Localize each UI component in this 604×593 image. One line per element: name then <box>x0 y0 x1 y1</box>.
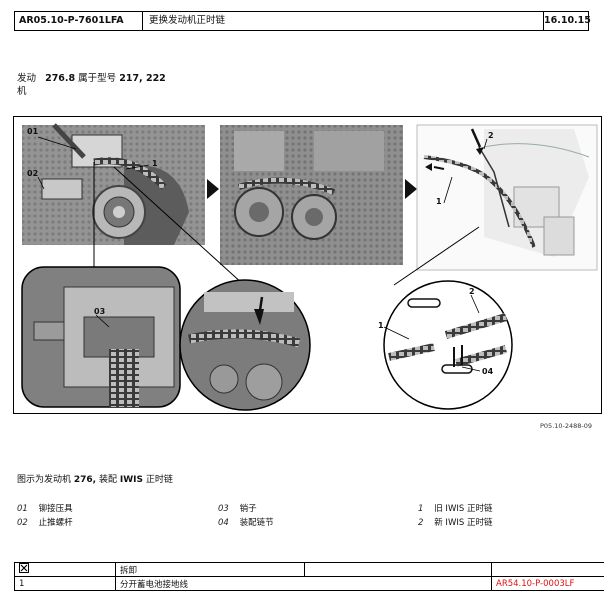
engine-middle: 属于型号 <box>78 73 117 84</box>
procedure-table: 拆卸 1 分开蓄电池接地线 AR54.10-P-0003LF <box>14 562 604 591</box>
caption-prefix: 图示为发动机 <box>17 475 72 485</box>
callout-2-top: 2 <box>488 131 494 140</box>
detail-chain-link-assembly <box>179 279 311 411</box>
photo-riveting-tool <box>22 123 205 245</box>
callout-1-top: 1 <box>152 159 158 168</box>
doc-title: 更换发动机正时链 <box>143 12 544 30</box>
engine-model: 276.8 <box>45 73 76 84</box>
leader-line-2 <box>113 166 245 286</box>
table-header-label: 拆卸 <box>115 562 305 577</box>
legend-item: 2 新 IWIS 正时链 <box>418 518 493 528</box>
callout-01: 01 <box>27 127 39 136</box>
drawing-chain-replacement <box>416 124 598 271</box>
legend-item: 04 装配链节 <box>218 518 274 528</box>
photo-camshaft-sprockets <box>220 125 403 265</box>
doc-date: 16.10.15 <box>544 15 591 26</box>
legend-item: 02 止推螺杆 <box>17 518 73 528</box>
detail-pin-insertion <box>21 266 181 408</box>
table-row: 1 分开蓄电池接地线 AR54.10-P-0003LF <box>14 576 604 591</box>
tools-icon <box>14 562 116 577</box>
caption-engine: 276, <box>73 475 97 485</box>
row-reference-link[interactable]: AR54.10-P-0003LF <box>491 576 604 591</box>
engine-prefix-2: 机 <box>17 86 27 97</box>
callout-1-detail: 1 <box>378 321 384 330</box>
caption-mid: 装配 <box>98 475 117 485</box>
figure-reference: P05.10-2488-09 <box>540 422 593 430</box>
leader-line-3 <box>393 226 480 286</box>
table-header-row: 拆卸 <box>14 562 604 577</box>
callout-04: 04 <box>482 367 494 376</box>
detail-link-drawing <box>383 280 513 410</box>
callout-1-right: 1 <box>436 197 442 206</box>
engine-types: 217, 222 <box>119 73 166 84</box>
arrow-right-icon <box>207 179 219 199</box>
row-number: 1 <box>14 576 116 591</box>
caption-chain: IWIS <box>119 475 143 485</box>
callout-leaders <box>37 136 488 372</box>
procedure-figure: 01 02 1 03 2 1 2 1 04 <box>13 116 602 414</box>
engine-applicability: 发动 276.8 属于型号 217, 222 机 <box>17 72 166 98</box>
row-text: 分开蓄电池接地线 <box>115 576 492 591</box>
legend-item: 01 铆接压具 <box>17 504 73 514</box>
engine-prefix: 发动 <box>17 73 37 84</box>
callout-03: 03 <box>94 307 106 316</box>
doc-code: AR05.10-P-7601LFA <box>15 12 143 30</box>
figure-illustration <box>21 123 598 411</box>
legend-item: 03 销子 <box>218 504 257 514</box>
caption-suffix: 正时链 <box>145 475 173 485</box>
callout-2-detail: 2 <box>469 287 475 296</box>
legend-item: 1 旧 IWIS 正时链 <box>418 504 493 514</box>
document-header: AR05.10-P-7601LFA 更换发动机正时链 16.10.15 <box>14 11 591 31</box>
figure-caption: 图示为发动机 276, 装配 IWIS 正时链 <box>17 472 173 485</box>
callout-02: 02 <box>27 169 39 178</box>
arrow-right-icon-2 <box>405 179 417 199</box>
